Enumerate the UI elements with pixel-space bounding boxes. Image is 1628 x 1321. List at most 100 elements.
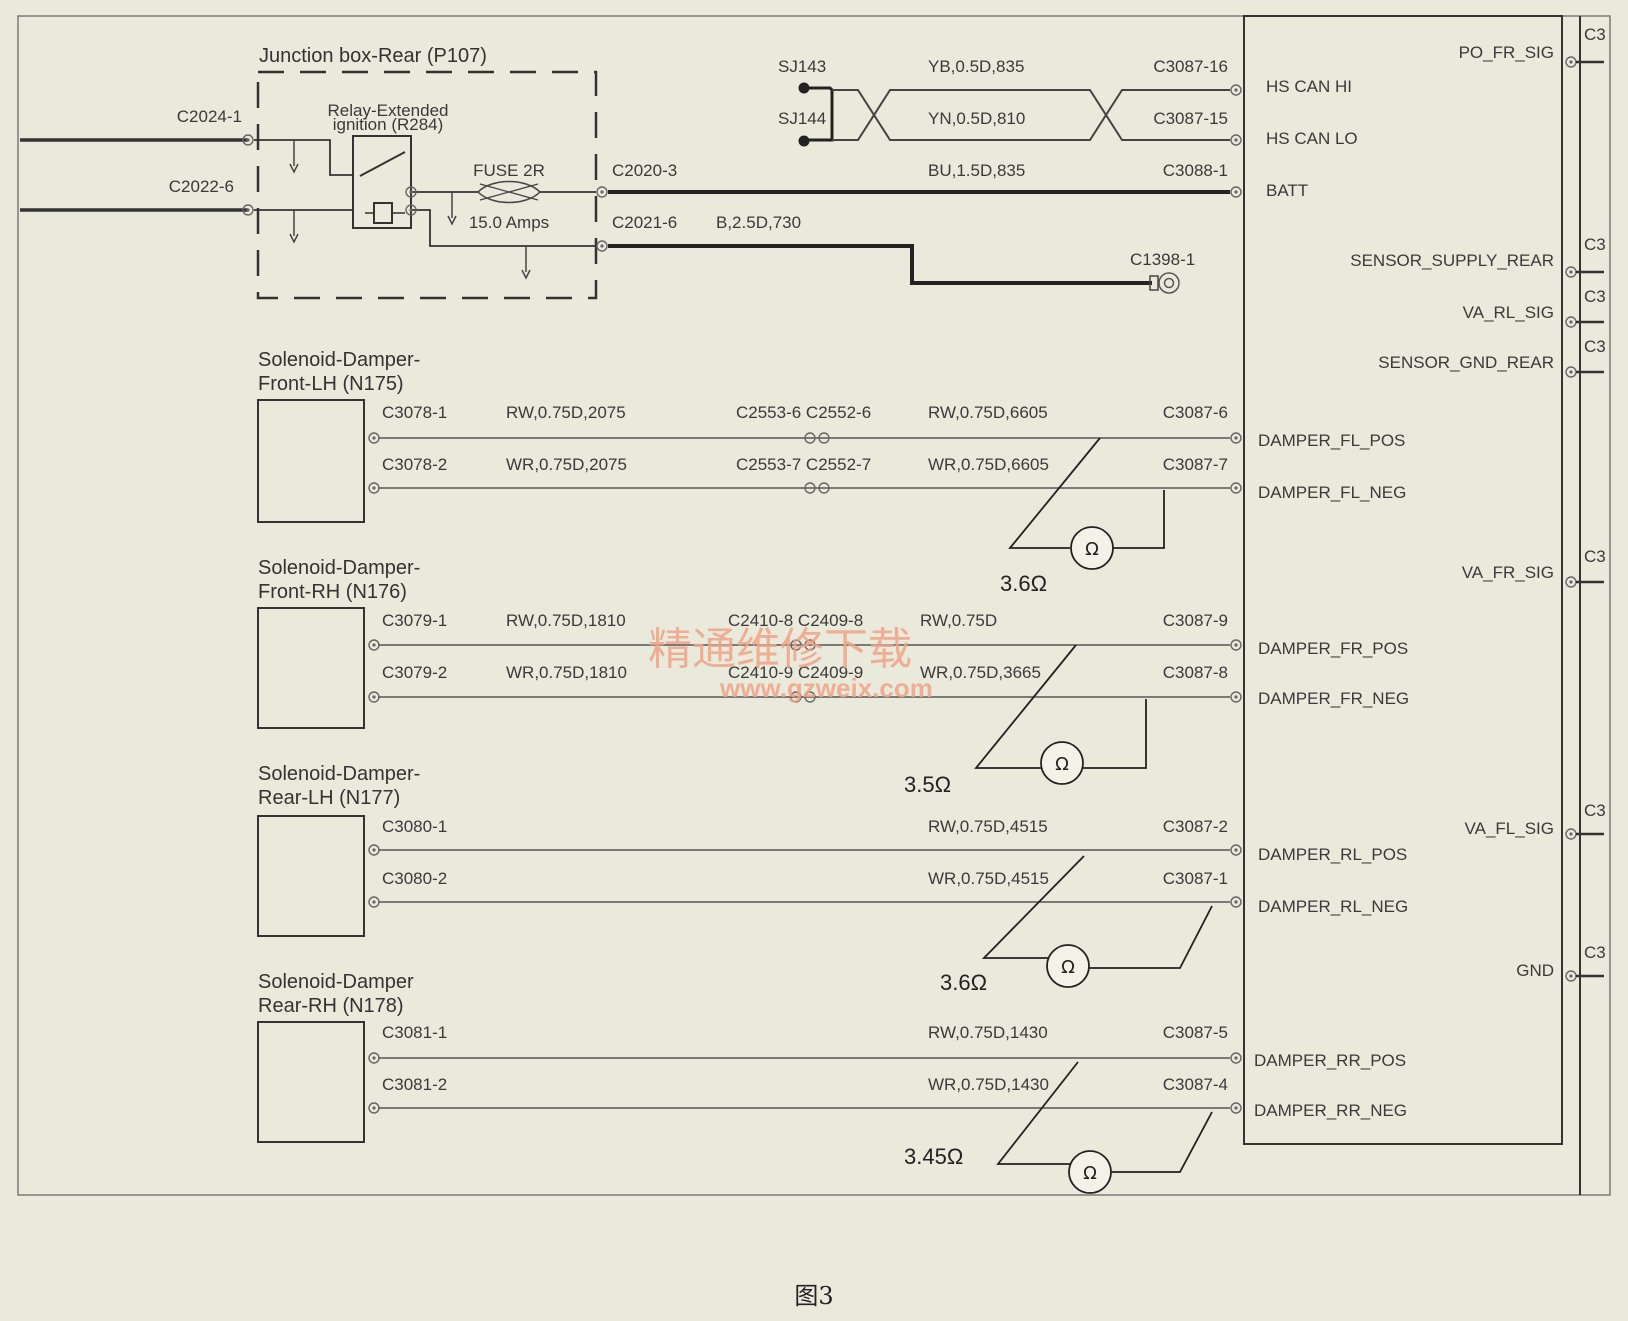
page-frame (17, 15, 1611, 1196)
splice-icon (798, 82, 810, 94)
pin-damper-fr-pos: DAMPER_FR_POS (1258, 639, 1408, 658)
pin-va-rl-sig: VA_RL_SIG (1463, 303, 1554, 322)
pin-damper-rl-neg: DAMPER_RL_NEG (1258, 897, 1408, 916)
inline-connector-icon (790, 691, 816, 703)
module-connector: C3087-6 (1163, 403, 1228, 422)
damper-title-line2: Front-LH (N175) (258, 373, 404, 395)
inline-connector-icon (790, 639, 816, 651)
pin-gnd: GND (1516, 961, 1554, 980)
wire-spec: RW,0.75D,6605 (928, 403, 1048, 422)
ohm-symbol: Ω (1085, 539, 1099, 560)
module-connector: C3087-7 (1163, 455, 1228, 474)
splice-label: SJ143 (778, 57, 826, 76)
fuse-name: FUSE 2R (473, 161, 545, 180)
damper-solenoid-box (257, 1021, 365, 1143)
resistance-reading: 3.5Ω (904, 772, 951, 797)
ohmmeter-probe: Ω (996, 1061, 1213, 1194)
splice-icon (798, 135, 810, 147)
ground-point-connector: C1398-1 (1130, 250, 1195, 269)
terminal-icon (596, 240, 608, 252)
relay-label-line2: ignition (R284) (333, 115, 444, 134)
pin-hs-can-hi: HS CAN HI (1266, 77, 1352, 96)
module-connector: C3087-4 (1163, 1075, 1228, 1094)
watermark-text: 精通维修下载 (648, 624, 912, 675)
ground-point-icon (1149, 272, 1180, 294)
wire-spec: WR,0.75D,2075 (506, 455, 627, 474)
module-connector: C3087-1 (1163, 869, 1228, 888)
watermark-url: www.gzweix.com (719, 673, 933, 703)
inline-connector-label: C2553-6 C2552-6 (736, 403, 871, 422)
terminal-icon (368, 432, 380, 444)
inline-connector-icon (804, 482, 830, 494)
edge-connector-label: C3 (1584, 287, 1606, 306)
pin-damper-rr-neg: DAMPER_RR_NEG (1254, 1101, 1407, 1120)
junction-box-rear: Junction box-Rear (P107) Relay-Extended … (20, 45, 801, 300)
damper-connector-neg: C3079-2 (382, 663, 447, 682)
terminal-icon (368, 844, 380, 856)
terminal-icon (596, 186, 608, 198)
terminal-icon (368, 482, 380, 494)
damper-solenoid-box (257, 815, 365, 937)
can-connector: C3087-15 (1153, 109, 1228, 128)
ohmmeter-icon (1040, 741, 1084, 785)
wire-spec: RW,0.75D,2075 (506, 403, 626, 422)
damper-title-line1: Solenoid-Damper (258, 971, 414, 993)
ohmmeter-probe: Ω (974, 644, 1147, 785)
input-connector-2: C2022-6 (169, 177, 234, 196)
can-wire-spec: YN,0.5D,810 (928, 109, 1025, 128)
pin-va-fl-sig: VA_FL_SIG (1465, 819, 1554, 838)
ground-out-connector: C2021-6 (612, 213, 677, 232)
damper-title-line1: Solenoid-Damper- (258, 557, 420, 579)
damper-front-lh: Solenoid-Damper- Front-LH (N175) C3078-1… (257, 349, 1230, 596)
edge-connector-label: C3 (1584, 337, 1606, 356)
inline-connector-icon (804, 432, 830, 444)
pin-sensor-supply-rear: SENSOR_SUPPLY_REAR (1350, 251, 1554, 270)
module-right-terminals (1565, 56, 1577, 982)
ground-wire-spec: B,2.5D,730 (716, 213, 801, 232)
ohmmeter-icon (1046, 944, 1090, 988)
wire-spec: WR,0.75D,1810 (506, 663, 627, 682)
pin-hs-can-lo: HS CAN LO (1266, 129, 1358, 148)
terminal-icon (368, 639, 380, 651)
edge-connector-label: C3 (1584, 235, 1606, 254)
fuse-rating: 15.0 Amps (469, 213, 549, 232)
resistance-reading: 3.6Ω (1000, 571, 1047, 596)
wire-spec: WR,0.75D,4515 (928, 869, 1049, 888)
ohmmeter-probe: Ω (981, 855, 1213, 988)
wire-spec: WR,0.75D,1430 (928, 1075, 1049, 1094)
inline-connector-label: C2410-8 C2409-8 (728, 611, 863, 630)
terminal-icon (368, 1052, 380, 1064)
junction-box-title: Junction box-Rear (P107) (259, 45, 487, 67)
edge-connector-label: C3 (1584, 25, 1606, 44)
module-connector: C3087-9 (1163, 611, 1228, 630)
terminal-icon (368, 1102, 380, 1114)
wire-spec: RW,0.75D,1430 (928, 1023, 1048, 1042)
ohm-symbol: Ω (1061, 957, 1075, 978)
batt-wire-spec: BU,1.5D,835 (928, 161, 1025, 180)
pin-damper-rr-pos: DAMPER_RR_POS (1254, 1051, 1406, 1070)
damper-title-line2: Rear-RH (N178) (258, 995, 404, 1017)
damper-solenoid-box (257, 399, 365, 523)
terminal-icon (368, 896, 380, 908)
pin-batt: BATT (1266, 181, 1308, 200)
ground-icon (521, 245, 531, 279)
damper-connector-pos: C3079-1 (382, 611, 447, 630)
wire-spec: WR,0.75D,3665 (920, 663, 1041, 682)
resistance-reading: 3.6Ω (940, 970, 987, 995)
edge-connector-label: C3 (1584, 943, 1606, 962)
damper-connector-pos: C3081-1 (382, 1023, 447, 1042)
resistance-reading: 3.45Ω (904, 1144, 963, 1169)
damper-title-line1: Solenoid-Damper- (258, 349, 420, 371)
module-connector: C3087-5 (1163, 1023, 1228, 1042)
edge-connector-label: C3 (1584, 547, 1606, 566)
batt-out-connector: C2020-3 (612, 161, 677, 180)
ground-icon (289, 209, 299, 243)
damper-front-rh: Solenoid-Damper- Front-RH (N176) C3079-1… (257, 557, 1230, 797)
wire-spec: WR,0.75D,6605 (928, 455, 1049, 474)
damper-title-line1: Solenoid-Damper- (258, 763, 420, 785)
relay-symbol (352, 135, 412, 229)
terminal-icon (368, 691, 380, 703)
damper-rear-lh: Solenoid-Damper- Rear-LH (N177) C3080-1 … (257, 763, 1230, 995)
damper-connector-neg: C3081-2 (382, 1075, 447, 1094)
ground-wire (608, 244, 1152, 285)
